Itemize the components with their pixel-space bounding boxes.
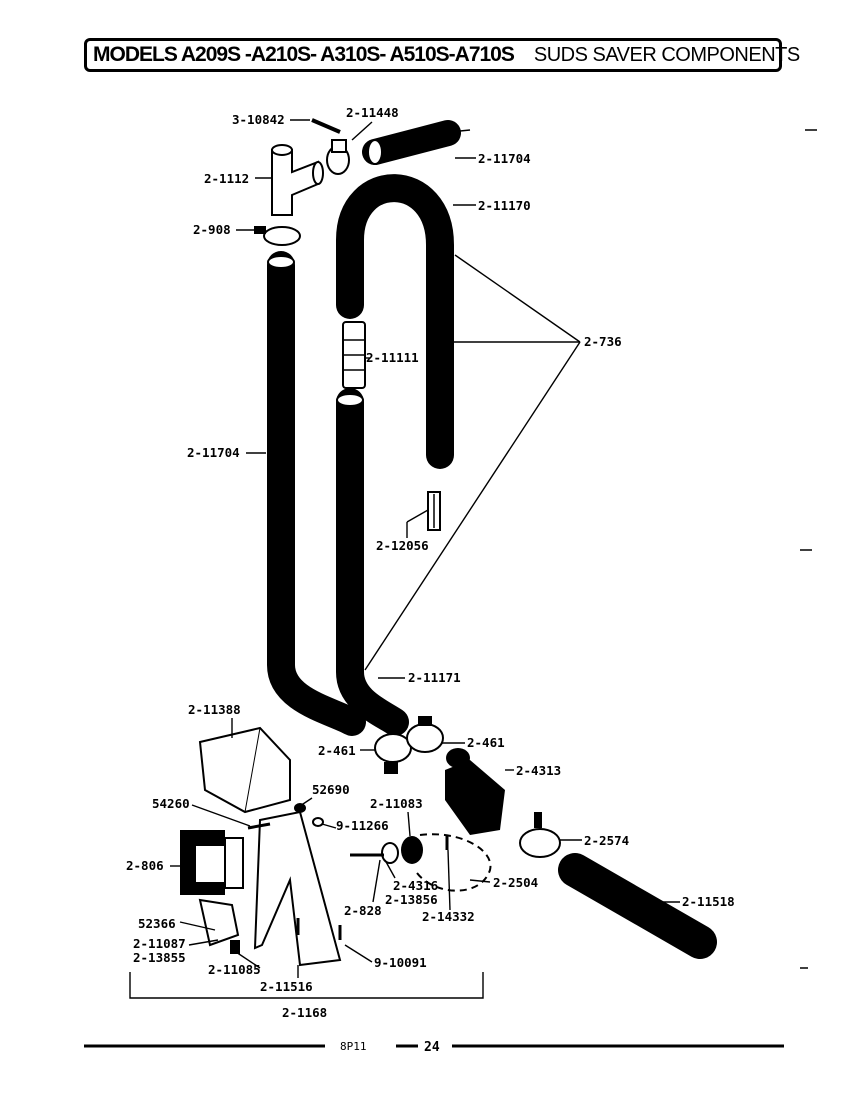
header-title-box: MODELS A209S -A210S- A310S- A510S-A710S … — [84, 38, 800, 72]
label-2-11087: 2-11087 — [133, 936, 186, 951]
tee-end — [271, 144, 293, 156]
hose-end — [367, 139, 383, 165]
screw-54260 — [247, 822, 271, 830]
plunger-2-11087 — [198, 898, 240, 947]
label-54260: 54260 — [152, 796, 190, 811]
label-2-11704-top: 2-11704 — [478, 151, 531, 166]
clamp-screw — [418, 716, 432, 726]
clamp-screw — [534, 812, 542, 828]
label-2-11085: 2-11085 — [208, 962, 261, 977]
footer-code: 8P11 — [340, 1040, 367, 1053]
cover-2-11388 — [198, 726, 291, 814]
leader-lines — [129, 119, 680, 999]
label-3-10842: 3-10842 — [232, 112, 285, 127]
clamp-screw — [384, 762, 398, 774]
label-2-12056: 2-12056 — [376, 538, 429, 553]
label-52366: 52366 — [138, 916, 176, 931]
hose-end — [267, 255, 295, 269]
label-2-4316: 2-4316 — [393, 878, 438, 893]
washer-9-11266 — [312, 817, 324, 827]
clamp-2-461-left — [374, 733, 412, 763]
clamp-2-908 — [263, 226, 301, 246]
label-2-11704-left: 2-11704 — [187, 445, 240, 460]
label-2-806: 2-806 — [126, 858, 164, 873]
hose-end — [336, 393, 364, 407]
tee-end — [312, 161, 324, 185]
bracket-2-11516 — [253, 810, 342, 967]
solenoid-frame — [224, 837, 244, 889]
label-2-11111: 2-11111 — [366, 350, 419, 365]
tee-2-1112 — [271, 149, 319, 216]
label-2-11083: 2-11083 — [370, 796, 423, 811]
screw-3-10842 — [311, 118, 341, 134]
clamp-bracket — [331, 139, 347, 153]
label-2-13855: 2-13855 — [133, 950, 186, 965]
hose-tail-line — [449, 129, 471, 133]
solenoid-core — [194, 844, 226, 884]
clamp-2-2574 — [519, 828, 561, 858]
label-2-461-right: 2-461 — [467, 735, 505, 750]
valve-inlet — [446, 748, 470, 768]
label-2-11170: 2-11170 — [478, 198, 531, 213]
label-9-10091: 9-10091 — [374, 955, 427, 970]
seal-2-11083 — [401, 836, 423, 864]
hose-2-11518 — [558, 853, 717, 959]
label-2-1112: 2-1112 — [204, 171, 249, 186]
hose-2-11704-top — [362, 120, 461, 165]
cover-edge — [199, 727, 261, 813]
label-2-4313: 2-4313 — [516, 763, 561, 778]
label-2-13856: 2-13856 — [385, 892, 438, 907]
models-title: MODELS A209S -A210S- A310S- A510S-A710S — [93, 43, 515, 66]
valve-2-4313 — [445, 760, 505, 835]
part-2-13856 — [381, 842, 399, 864]
clamp-screw — [254, 226, 266, 234]
hose-2-11171 — [336, 388, 409, 736]
clamp-2-461-right — [406, 723, 444, 753]
label-9-11266: 9-11266 — [336, 818, 389, 833]
label-2-908: 2-908 — [193, 222, 231, 237]
section-subtitle: SUDS SAVER COMPONENTS — [533, 43, 800, 66]
label-52690: 52690 — [312, 782, 350, 797]
nut-52690 — [294, 803, 306, 813]
hose-2-11170 — [336, 174, 454, 469]
label-2-461-left: 2-461 — [318, 743, 356, 758]
label-2-1168: 2-1168 — [282, 1005, 327, 1020]
page-number: 24 — [424, 1040, 440, 1055]
label-2-11388: 2-11388 — [188, 702, 241, 717]
label-2-11516: 2-11516 — [260, 979, 313, 994]
spring-2-11085 — [230, 940, 240, 954]
label-2-2504: 2-2504 — [493, 875, 538, 890]
label-2-11518: 2-11518 — [682, 894, 735, 909]
label-2-11171: 2-11171 — [408, 670, 461, 685]
label-2-11448: 2-11448 — [346, 105, 399, 120]
label-2-2574: 2-2574 — [584, 833, 629, 848]
label-2-14332: 2-14332 — [422, 909, 475, 924]
label-2-828: 2-828 — [344, 903, 382, 918]
hose-2-11704-left — [267, 251, 366, 736]
label-2-736: 2-736 — [584, 334, 622, 349]
wire-2-2504 — [414, 833, 492, 892]
